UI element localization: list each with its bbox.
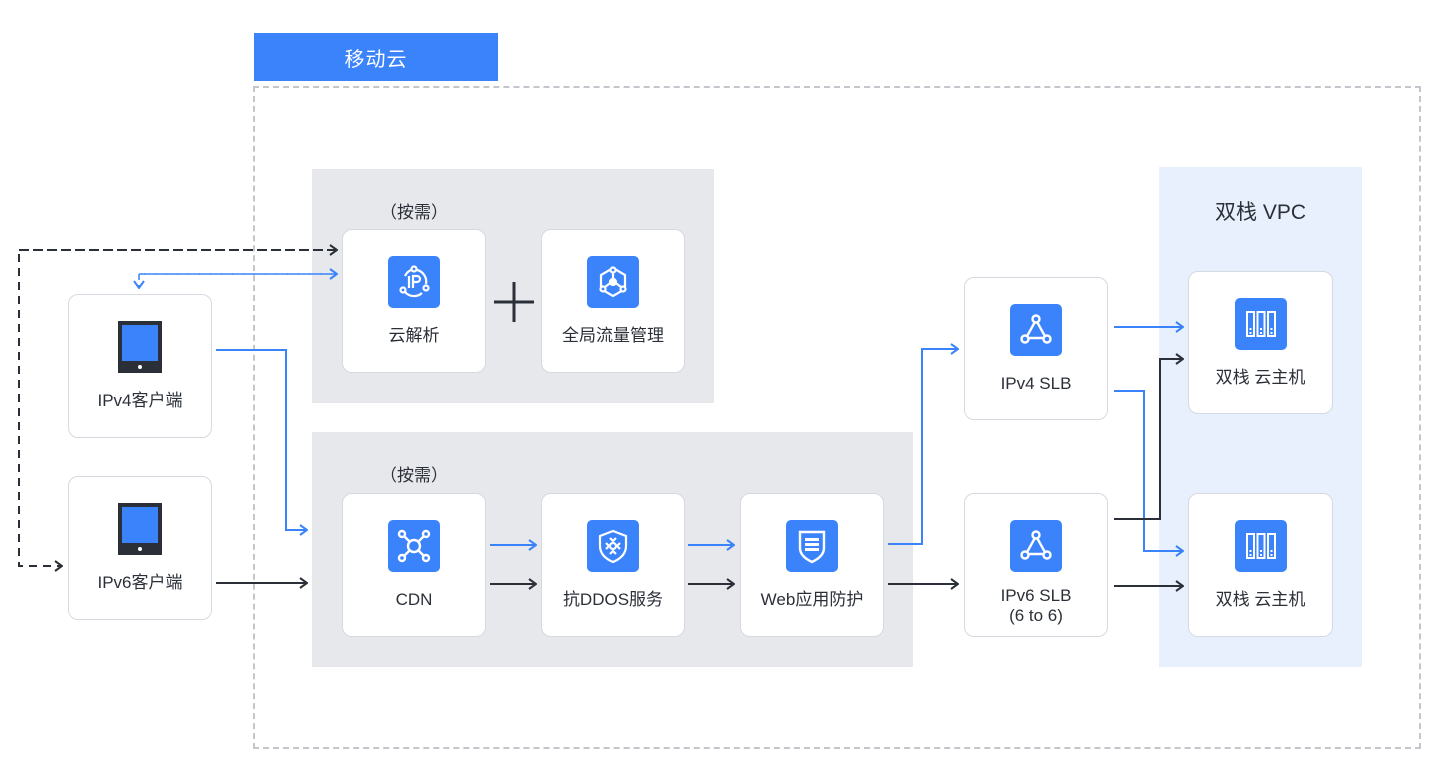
global-traffic-card[interactable]: 全局流量管理 [541, 229, 685, 373]
vpc-title: 双栈 VPC [1214, 201, 1306, 224]
ipv4-slb-card[interactable]: IPv4 SLB [964, 277, 1108, 420]
ipv6-slb-card[interactable]: IPv6 SLB (6 to 6) [964, 493, 1108, 637]
waf-label: Web应用防护 [760, 590, 864, 609]
cdn-label: CDN [395, 590, 433, 609]
dual-stack-host-card-1[interactable]: 双栈 云主机 [1188, 271, 1333, 414]
cloud-dns-card[interactable]: 云解析 [342, 229, 486, 373]
plus-icon [494, 282, 534, 322]
cdn-card[interactable]: CDN [342, 493, 486, 637]
ipv4-slb-label: IPv4 SLB [1000, 374, 1072, 393]
waf-card[interactable]: Web应用防护 [740, 493, 884, 637]
cdn-network-icon [388, 520, 440, 572]
host-1-label: 双栈 云主机 [1215, 368, 1306, 387]
on-demand-tag-dns: （按需） [380, 203, 448, 222]
ipv6-client-card[interactable]: IPv6客户端 [68, 476, 212, 620]
tablet-icon [114, 321, 166, 373]
ipv6-client-label: IPv6客户端 [97, 573, 183, 592]
dual-stack-host-card-2[interactable]: 双栈 云主机 [1188, 493, 1333, 637]
ipv4-client-label: IPv4客户端 [97, 391, 183, 410]
shield-ddos-icon [587, 520, 639, 572]
server-rack-icon [1234, 298, 1287, 350]
global-traffic-label: 全局流量管理 [562, 326, 664, 345]
ipv4-client-card[interactable]: IPv4客户端 [68, 294, 212, 438]
load-balancer-icon [1010, 520, 1062, 572]
tablet-icon [114, 503, 166, 555]
ip-dns-icon [388, 256, 440, 308]
server-rack-icon [1234, 520, 1287, 572]
cloud-title-tab: 移动云 [254, 33, 498, 81]
on-demand-tag-security: （按需） [380, 466, 448, 485]
ipv6-slb-label: IPv6 SLB (6 to 6) [1001, 586, 1072, 626]
ipv6-slb-title: IPv6 SLB [1000, 586, 1072, 605]
host-2-label: 双栈 云主机 [1215, 590, 1306, 609]
traffic-hub-icon [587, 256, 639, 308]
ipv6-slb-subtitle: (6 to 6) [1009, 606, 1063, 625]
anti-ddos-card[interactable]: 抗DDOS服务 [541, 493, 685, 637]
cloud-dns-label: 云解析 [388, 326, 440, 345]
load-balancer-icon [1010, 304, 1062, 356]
shield-firewall-icon [786, 520, 838, 572]
anti-ddos-label: 抗DDOS服务 [562, 590, 664, 609]
